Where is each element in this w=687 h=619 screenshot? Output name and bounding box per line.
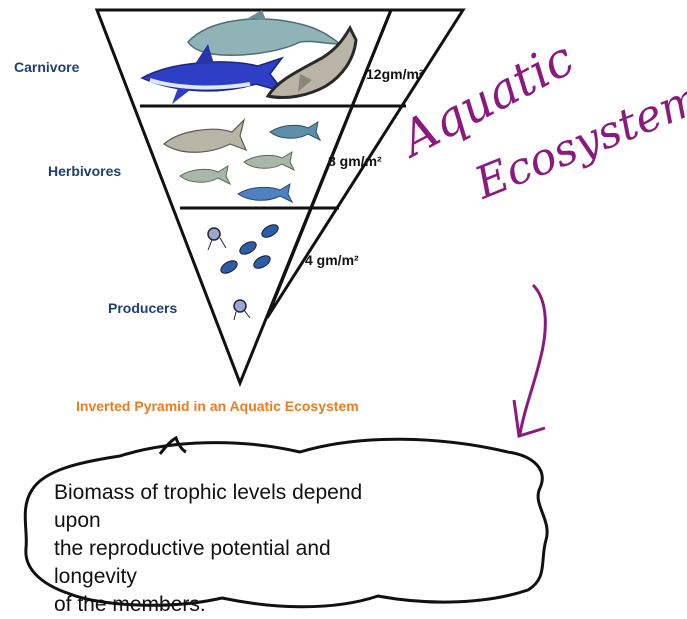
biomass-label-carnivore: 12gm/m² [366, 66, 424, 82]
plankton-icon-2 [261, 224, 279, 238]
callout-line-3: of the members. [54, 593, 206, 616]
plankton-icon-3 [239, 241, 257, 255]
callout-line-1: Biomass of trophic levels depend upon [54, 481, 363, 532]
plankton-icon-6 [233, 299, 251, 321]
nurse-shark-icon [265, 24, 358, 100]
herring-fish-icon-2 [243, 150, 296, 172]
herring-fish-icon-1 [269, 120, 322, 142]
level-label-producers: Producers [108, 300, 178, 316]
biomass-label-producers: 4 gm/m² [305, 252, 359, 268]
biomass-label-herbivores: 8 gm/m² [328, 153, 382, 169]
dolphin-icon [187, 10, 343, 56]
callout-text: Biomass of trophic levels depend upon th… [54, 479, 374, 619]
callout-line-2: the reproductive potential and longevity [54, 537, 331, 588]
handwritten-arrow [518, 283, 547, 435]
biomass-panel-outline [265, 8, 466, 319]
callout-bubble [23, 437, 549, 609]
handwritten-arrowhead [512, 399, 546, 438]
callout-tail [158, 435, 187, 455]
shark-icon [140, 44, 287, 104]
level-label-herbivores: Herbivores [48, 163, 122, 179]
plankton-icon-4 [220, 260, 238, 274]
herring-fish-icon-4 [237, 182, 294, 204]
herring-fish-icon-3 [179, 164, 232, 186]
sturgeon-fish-icon [163, 118, 248, 153]
level-label-carnivore: Carnivore [14, 59, 80, 75]
plankton-icon-5 [253, 255, 271, 269]
pyramid-caption: Inverted Pyramid in an Aquatic Ecosystem [76, 398, 359, 414]
plankton-icon-1 [207, 227, 227, 251]
